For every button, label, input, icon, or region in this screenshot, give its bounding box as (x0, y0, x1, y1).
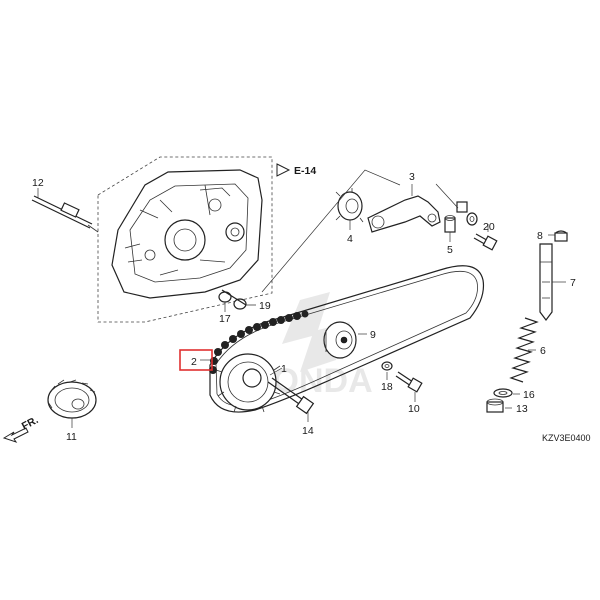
diagram-code: KZV3E0400 (542, 433, 591, 443)
washer-16-part (493, 388, 520, 398)
callout-18: 18 (381, 381, 393, 393)
lower-sprocket-part (47, 379, 97, 428)
spacer-part (456, 201, 478, 226)
bolt-14-part (267, 377, 315, 422)
bolt-10-part (395, 371, 423, 402)
reference-label: E-14 (294, 165, 316, 177)
callout-11: 11 (66, 431, 77, 443)
direction-label: FR. (20, 414, 41, 433)
callout-2: 2 (191, 356, 197, 368)
callout-3: 3 (409, 171, 415, 183)
cap-bolt-part (548, 230, 568, 242)
callout-10: 10 (408, 403, 420, 415)
front-direction-arrow: FR. (2, 414, 41, 443)
callout-labels: 1 2 3 4 5 6 7 8 9 10 11 12 13 14 16 17 1… (32, 171, 576, 443)
highlight-box (179, 349, 213, 371)
callout-19: 19 (259, 300, 271, 312)
plug-bolt-part (486, 398, 512, 413)
callout-12: 12 (32, 177, 44, 189)
tensioner-arm-part (367, 184, 441, 233)
callout-6: 6 (540, 345, 546, 357)
bolt-19-part (218, 289, 256, 312)
callout-16: 16 (523, 389, 535, 401)
callout-8: 8 (537, 230, 543, 242)
leader-lines (200, 169, 459, 376)
tensioner-sprocket-part (335, 188, 364, 230)
bolt-20-part (473, 224, 498, 251)
stud-bolt-part (31, 188, 99, 233)
callout-1: 1 (281, 363, 287, 375)
collar-5-part (444, 215, 456, 242)
spring-part (509, 317, 539, 383)
tensioner-lifter-part (539, 243, 566, 321)
callout-7: 7 (570, 277, 576, 289)
washer-18-part (381, 361, 393, 380)
tensioner-roller-part (323, 321, 367, 359)
callout-9: 9 (370, 329, 376, 341)
crankcase-assembly (97, 156, 273, 323)
callout-5: 5 (447, 244, 453, 256)
reference-arrow: E-14 (276, 163, 316, 177)
callout-13: 13 (516, 403, 528, 415)
callout-20: 20 (483, 221, 495, 233)
callout-14: 14 (302, 425, 314, 437)
callout-4: 4 (347, 233, 353, 245)
callout-17: 17 (219, 313, 231, 325)
